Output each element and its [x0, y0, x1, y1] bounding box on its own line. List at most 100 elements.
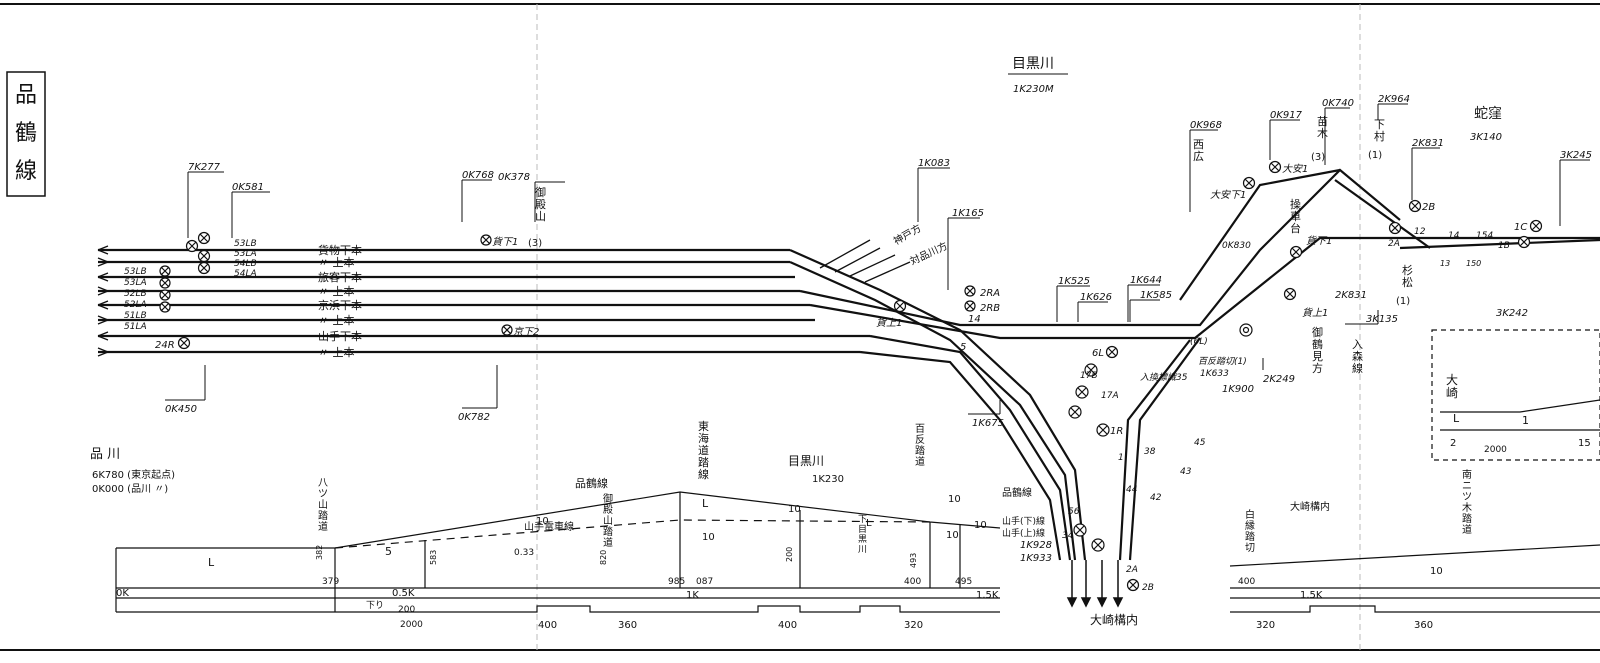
vertical-name-naezaki-no: (3): [1311, 152, 1325, 163]
km-leaders: [165, 103, 1590, 415]
vertical-name-shimonoka-no: (1): [1368, 150, 1382, 161]
signal-icon: [1105, 345, 1119, 359]
signal-icon: [185, 239, 199, 253]
signal-label: 43: [1180, 467, 1192, 477]
km-label: 2K964: [1378, 94, 1410, 105]
profile-ohsaki-yard: 大崎構内: [1290, 500, 1330, 513]
profile-meguro-km: 1K230: [812, 474, 844, 485]
signal-label: 2B: [1422, 202, 1435, 213]
signal-label: (6L): [1190, 337, 1208, 347]
signal-icon: [1239, 323, 1253, 337]
signal-label: 1B: [1498, 241, 1510, 251]
signal-label: 17B: [1080, 371, 1098, 381]
signal-icon: [1289, 245, 1303, 259]
km-label: 0K450: [165, 404, 197, 415]
span-label: 360: [618, 620, 637, 631]
signal-label: 1: [1118, 453, 1124, 463]
profile-shiraki: 白縁踏切: [1245, 508, 1255, 554]
signal-icon: [1096, 423, 1110, 437]
signal-label: 百反踏切(1): [1198, 356, 1247, 367]
grade-label: 10: [946, 530, 959, 541]
span-label: 360: [1414, 620, 1433, 631]
profile-origin-2: 0K000 (品川 〃): [92, 483, 168, 495]
profile-kudari-val: 200: [398, 605, 415, 615]
km-label: 0K917: [1270, 110, 1303, 121]
direction-shinagawa: 対品川方: [908, 239, 950, 268]
km-label: 0K581: [232, 182, 264, 193]
point-label: 985: [668, 577, 685, 587]
km-label: 1K933: [1020, 553, 1052, 564]
signal-icon: [159, 265, 171, 277]
vertical-val: 200: [785, 547, 794, 562]
km-label: 7K277: [188, 162, 221, 173]
signal-label-24r: 24R: [155, 340, 175, 351]
vertical-name-shuchi: 操車台: [1290, 197, 1301, 235]
signal-label: 34: [1062, 531, 1074, 541]
profile-hinkaku-right: 品鶴線: [1002, 486, 1032, 499]
line-name-char-3: 線: [15, 159, 37, 184]
km-label: 2K249: [1263, 374, 1295, 385]
km-label: 1K585: [1140, 290, 1172, 301]
signal-icon: [1283, 287, 1297, 301]
point-label: 400: [1238, 577, 1255, 587]
km-label: 1K083: [918, 158, 950, 169]
signal-symbols: [159, 160, 1543, 592]
profile-yamate-up: 山手(上)線: [1002, 527, 1045, 539]
signal-label: 42: [1150, 493, 1162, 503]
km-label: 3K245: [1560, 150, 1592, 161]
signal-label: 5: [960, 342, 966, 353]
signal-icon: [480, 234, 492, 246]
vertical-name-goten-yama-no: (3): [528, 238, 542, 249]
signal-label: 56: [1068, 507, 1080, 517]
signal-icon: [1388, 221, 1402, 235]
grade-label: 10: [948, 494, 961, 505]
vertical-name-nishihiro: 西広: [1193, 138, 1204, 163]
line-name-char-2: 鶴: [15, 121, 37, 146]
km-label: 2K831: [1335, 290, 1367, 301]
signal-icon: [197, 231, 211, 245]
point-label: 495: [955, 577, 972, 587]
km-label: 0K782: [458, 412, 490, 423]
signal-label: 14: [1448, 231, 1460, 241]
signal-icon: [159, 277, 171, 289]
signal-label: 6L: [1092, 348, 1104, 359]
vertical-name-suginamatsu: 杉松: [1402, 263, 1413, 289]
profile-hinkaku: 品鶴線: [575, 476, 608, 490]
vertical-name-shimonoka: 下村: [1374, 118, 1385, 143]
signal-icon: [1075, 385, 1089, 399]
profile-hyakutan: 百反踏道: [915, 423, 925, 468]
vertical-name-okumoriyama: 御鶴見方: [1312, 325, 1323, 375]
inset-l: L: [1453, 412, 1460, 425]
signal-label: 2A: [1126, 565, 1138, 575]
km-label: 1K644: [1130, 275, 1162, 286]
signal-label: 貨下1: [492, 236, 518, 248]
signal-label: 0K830: [1222, 241, 1251, 251]
profile-kudari: 下り: [366, 600, 384, 611]
signal-stack-label: 52LA: [124, 300, 147, 310]
vertical-val: 10: [974, 520, 987, 531]
ebikubo-label: 蛇窪: [1474, 105, 1502, 122]
grade-label: 10: [536, 516, 549, 527]
signal-labels: 53LB 53LA 54LB 54LA 53LB 53LA 52LB 52LA …: [124, 163, 1527, 593]
meguro-river-label: 目黒川: [1012, 56, 1054, 72]
signal-icon: [1408, 199, 1422, 213]
km-label: 1K675: [972, 418, 1004, 429]
signal-icon: [893, 299, 907, 313]
signal-icon: [1268, 160, 1282, 174]
signal-label: 45: [1194, 438, 1206, 448]
km-label: 1K165: [952, 208, 984, 219]
vertical-name-iriya: 入森線: [1352, 338, 1363, 375]
ebikubo-km: 3K140: [1470, 132, 1502, 143]
signal-icon: [1517, 235, 1531, 249]
km-label: 0K968: [1190, 120, 1222, 131]
line-name-char-1: 品: [15, 83, 37, 108]
signal-icon: [159, 289, 171, 301]
signal-label: 1C: [1514, 222, 1527, 233]
signal-label: 1K633: [1200, 369, 1229, 379]
signal-icon: [1068, 405, 1082, 419]
signal-label: 2B: [1142, 583, 1154, 593]
signal-group-label: 54LA: [234, 269, 257, 279]
profile-shimo-meguro: 下目黒川: [858, 515, 867, 555]
track-label-5: 〃 上本: [318, 313, 355, 327]
